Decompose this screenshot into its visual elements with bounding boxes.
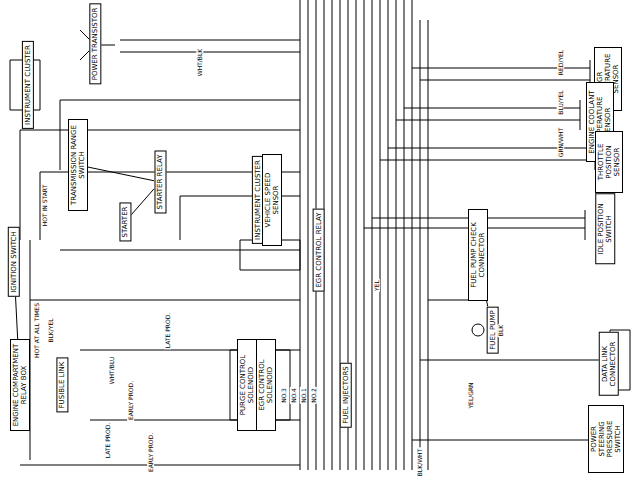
wire-label: HOT AT ALL TIMES (32, 302, 39, 359)
wire-label: EARLY PROD. (147, 431, 154, 472)
component-name: POWER TRANSISTOR (91, 7, 99, 80)
wire-label: YEL/GRN (467, 381, 474, 409)
component-name: DATA LINK CONNECTOR (600, 336, 616, 392)
sensor-wires (364, 60, 600, 440)
wire-connector (88, 167, 154, 181)
wire-label: NO.4 (289, 387, 296, 404)
component-box: IGNITION SWITCH (8, 227, 20, 297)
wire-label: GRN/WHT (557, 126, 564, 157)
component-box: FUEL INJECTORS (339, 362, 351, 427)
component-box: IDLE POSITION SWITCH (595, 194, 615, 265)
wire-label: YEL (372, 279, 379, 292)
fuel-pump-symbol (472, 324, 484, 336)
component-name: FUEL PUMP (488, 310, 496, 349)
component-name: FUEL PUMP CHECK CONNECTOR (470, 213, 486, 297)
component-box: POWER STEERING PRESSURE SWITCH (588, 405, 624, 473)
wire-bundle (300, 0, 428, 470)
component-box: THROTTLE POSITION SENSOR (595, 131, 623, 193)
component-name: FUSIBLE LINK (58, 362, 66, 409)
wire-label: BLK/YEL (47, 317, 54, 343)
component-name: STARTER RELAY (156, 155, 164, 210)
component-box: PURGE CONTROL SOLENOID (237, 339, 257, 431)
wire-label: WHT/BLK (196, 47, 203, 77)
wire-label: HOT IN START (41, 183, 48, 226)
component-box: TRANSMISSION RANGE SWITCH (68, 119, 88, 211)
wire-label: NO.3 (279, 387, 286, 404)
wire-label: BLK (497, 323, 504, 336)
wire-label: BLK/WHT (416, 447, 423, 477)
component-box: POWER TRANSISTOR (89, 3, 101, 84)
wire-label: LATE PROD. (164, 311, 171, 349)
component-name: IGNITION SWITCH (10, 231, 18, 293)
component-name: INSTRUMENT CLUSTER (254, 160, 262, 240)
component-name: STARTER (121, 207, 129, 238)
component-box: VEHICLE SPEED SENSOR (262, 154, 282, 246)
component-name: EGR CONTROL SOLENOID (258, 343, 274, 427)
component-box: STARTER RELAY (154, 151, 166, 214)
component-box: ENGINE COMPARTMENT RELAY BOX (10, 339, 30, 431)
component-box: EGR CONTROL RELAY (312, 208, 324, 291)
wire-label: EARLY PROD. (127, 379, 134, 420)
wire-label: LATE PROD. (104, 421, 111, 459)
component-name: THROTTLE POSITION SENSOR (597, 135, 621, 189)
component-name: INSTRUMENT CLUSTER (24, 45, 32, 125)
component-name: PURGE CONTROL SOLENOID (239, 343, 255, 427)
component-name: POWER STEERING PRESSURE SWITCH (590, 409, 622, 469)
component-name: TRANSMISSION RANGE SWITCH (70, 123, 86, 207)
wire-connector (131, 189, 154, 215)
wire-label: NO.1 (299, 387, 306, 404)
left-wires (10, 40, 630, 465)
component-name: IDLE POSITION SWITCH (597, 198, 613, 261)
component-name: FUEL INJECTORS (341, 366, 349, 423)
wire-label: BLU/YEL (557, 89, 564, 115)
component-name: ENGINE COMPARTMENT RELAY BOX (12, 343, 28, 427)
component-box: DATA LINK CONNECTOR (598, 332, 618, 396)
component-name: VEHICLE SPEED SENSOR (264, 158, 280, 242)
component-box: INSTRUMENT CLUSTER (22, 41, 34, 129)
component-box: FUSIBLE LINK (56, 358, 68, 413)
wire-connector (16, 297, 18, 339)
wire-label: NO.2 (309, 387, 316, 404)
component-box: EGR CONTROL SOLENOID (256, 339, 276, 431)
wire-label: RED/YEL (557, 48, 564, 75)
component-name: EGR CONTROL RELAY (314, 212, 322, 287)
wire-label: WHT/BLU (108, 355, 115, 385)
component-box: FUEL PUMP CHECK CONNECTOR (468, 209, 488, 301)
component-box: STARTER (119, 203, 131, 242)
